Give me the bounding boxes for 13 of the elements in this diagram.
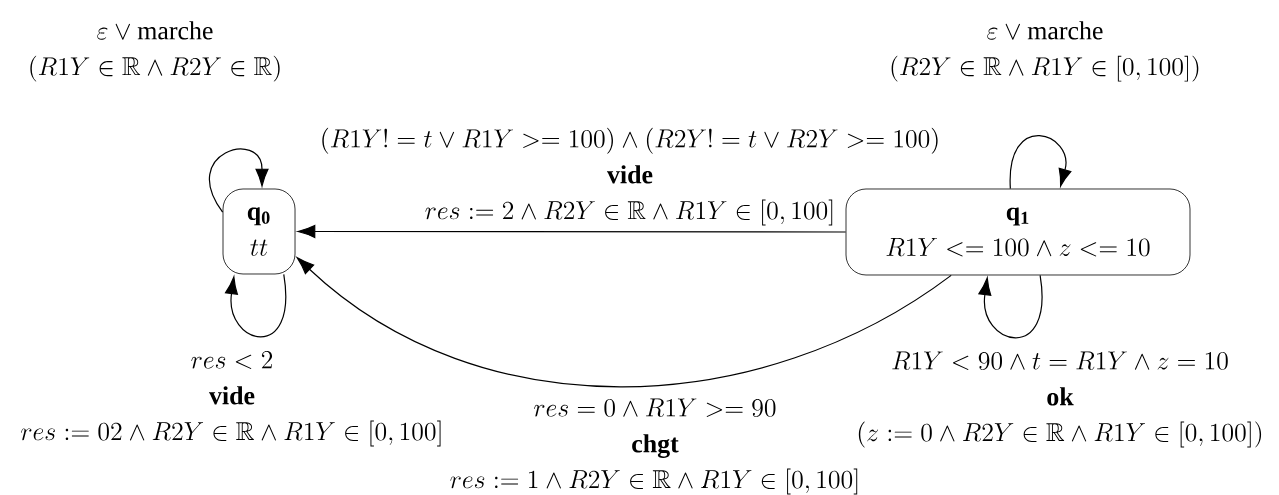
- arrow: [209, 148, 269, 213]
- arrow: [296, 257, 952, 388]
- arrow: [978, 274, 1043, 339]
- arrow: [1009, 135, 1072, 190]
- edge-label: $\begin{array}{c}\varepsilon\vee\mathrm{marche}\\(R1Y\in\mathbb{R}\wedge R2Y\in\mathbb{R})\end{array}$: [30, 21, 280, 82]
- edge-label: $\begin{array}{c}\varepsilon\vee\mathrm{marche}\\(R2Y\in\mathbb{R}\wedge R1Y\in[0,100])\end{array}$: [891, 21, 1199, 82]
- state-box: q$_{0}$ $tt$: [222, 188, 296, 275]
- edge-label: $\begin{array}{c}res=0\wedge R1Y>=90\\\mathbf{chgt}\\res:=1\wedge R2Y\in\mathbb{R}\wedge R1Y\in[0,100]\end{array}$: [450, 398, 858, 495]
- edge-label: $\begin{array}{c}R1Y<90\wedge t=R1Y\wedge z=10\\\mathbf{ok}\\(z:=0\wedge R2Y\in\mathbb{R}\wedge R1Y\in[0,100])\end{array}$: [858, 351, 1262, 448]
- state-box: q$_{1}$ $R1Y <= 100 \wedge z <= 10$: [845, 188, 1191, 276]
- arrow: [297, 224, 847, 239]
- arrow: [225, 273, 287, 338]
- edge-label: $\begin{array}{c}res<2\\\mathbf{vide}\\res:=02\wedge R2Y\in\mathbb{R}\wedge R1Y\in[0,100]\end{array}$: [21, 351, 441, 447]
